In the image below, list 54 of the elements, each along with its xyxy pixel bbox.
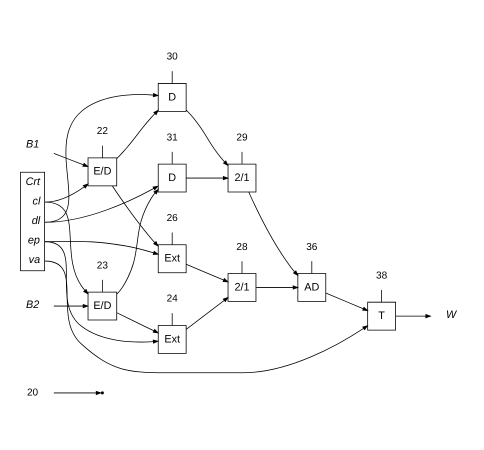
arrow	[326, 292, 369, 312]
node-text: 38	[376, 270, 388, 282]
connector	[172, 151, 173, 164]
arrow	[53, 390, 102, 396]
node-text: 26	[166, 213, 178, 224]
node-text: 28	[236, 242, 248, 253]
arrow	[44, 202, 89, 295]
arrow	[396, 314, 432, 318]
node-text: 31	[166, 132, 178, 144]
node-box: 2/1	[228, 164, 256, 192]
arrow	[186, 176, 230, 180]
node-box: T	[367, 302, 396, 330]
node-text: 23	[96, 260, 108, 272]
node-box: AD	[297, 273, 326, 302]
connector	[102, 279, 103, 292]
connector	[381, 290, 382, 302]
node-box: Ext	[158, 325, 187, 354]
arrow	[53, 153, 89, 167]
arrow	[186, 296, 229, 330]
arrow	[116, 188, 159, 295]
connector	[311, 260, 312, 274]
node-text: 22	[96, 126, 108, 138]
connector	[102, 145, 103, 158]
node-text: 29	[236, 132, 248, 144]
node-box: D	[158, 83, 187, 112]
connector	[172, 312, 173, 326]
node-text: 20	[26, 388, 38, 399]
node-text: B2	[26, 299, 40, 312]
node-text: B1	[26, 138, 40, 151]
arrow	[44, 183, 89, 202]
arrow	[248, 192, 299, 276]
node-text: 36	[306, 242, 318, 253]
node-box: E/D	[88, 158, 118, 186]
arrow	[256, 285, 299, 290]
node-box: 2/1	[228, 273, 256, 302]
arrow	[44, 241, 160, 344]
node-text: W	[446, 309, 456, 322]
node-box: E/D	[88, 292, 118, 320]
arrow	[116, 109, 160, 159]
node-text: 30	[166, 52, 178, 63]
arrow	[186, 264, 230, 282]
arrow	[44, 92, 160, 223]
arrow	[53, 304, 89, 308]
node-box: D	[158, 164, 187, 192]
arrow	[186, 110, 229, 166]
arrow	[116, 312, 160, 334]
node-box: Crt cl dl ep va	[20, 172, 45, 272]
arrow	[112, 186, 159, 247]
connector	[172, 70, 173, 84]
node-box: Ext	[158, 244, 187, 274]
node-text: 24	[166, 294, 178, 305]
arrow	[44, 186, 159, 223]
connector	[172, 232, 173, 245]
arrow	[44, 260, 368, 374]
